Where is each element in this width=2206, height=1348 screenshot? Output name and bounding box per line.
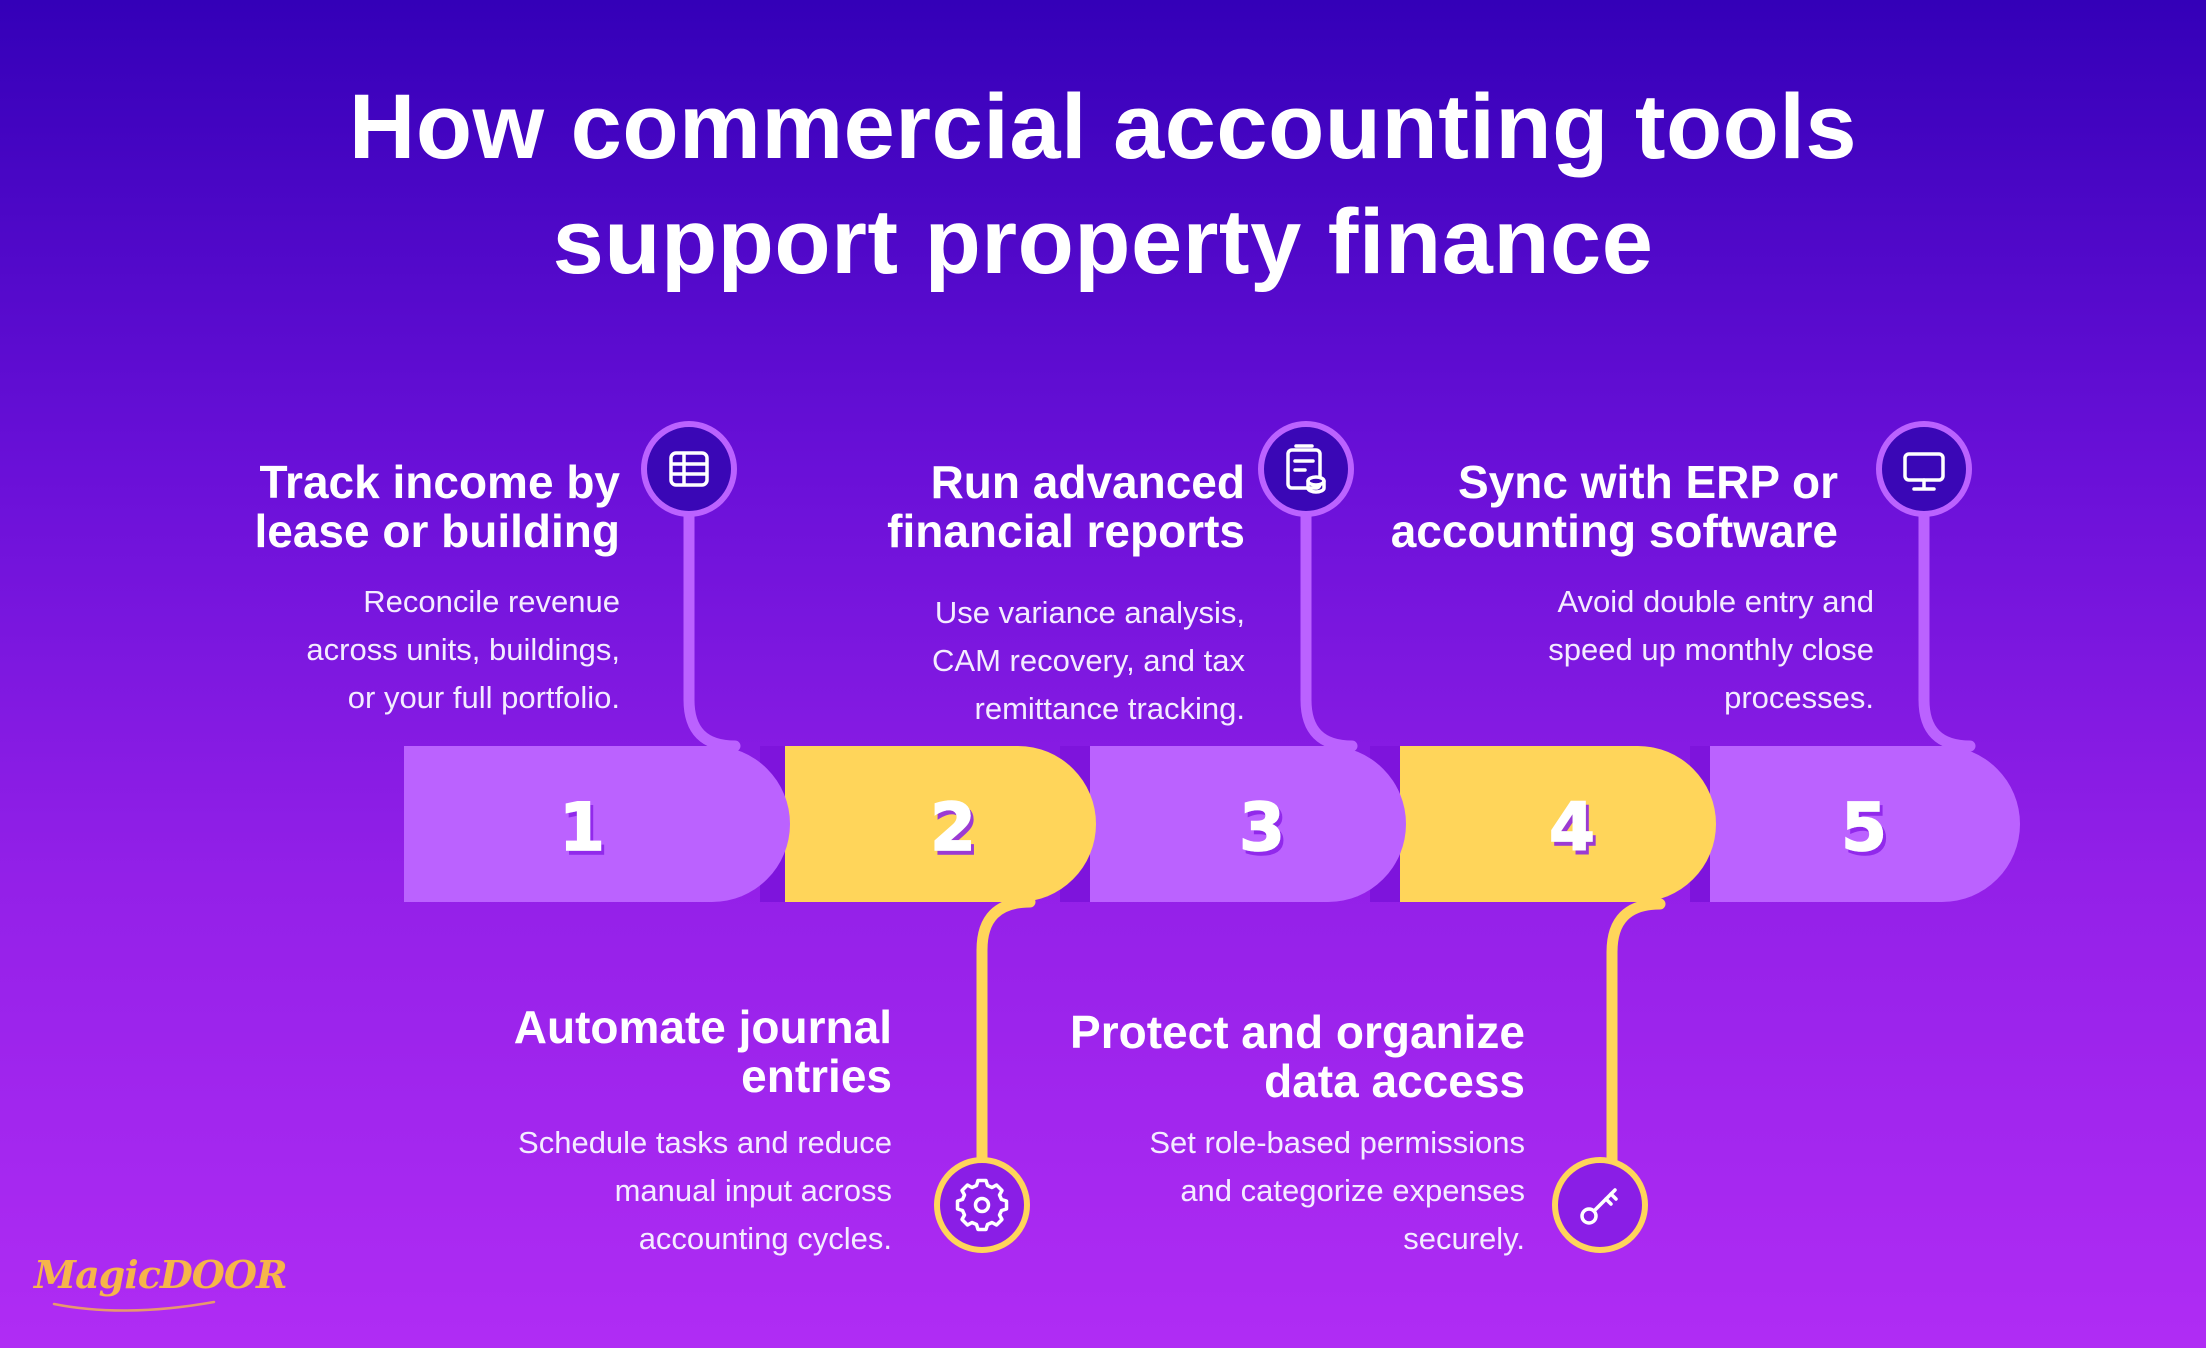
step-1-body: Reconcile revenue across units, building… [306, 584, 620, 715]
badge-step-1 [641, 421, 737, 517]
step-3-heading: Run advanced financial reports [887, 456, 1245, 557]
band-segment-4 [1400, 746, 1716, 902]
gear-icon [955, 1178, 1009, 1232]
step-number-4: 4 [1549, 789, 1595, 866]
report-icon [1286, 444, 1326, 494]
step-2-heading: Automate journal entries [513, 1001, 892, 1102]
badge-step-2 [934, 1157, 1030, 1253]
magicdoor-logo: MagicDOOR [34, 1252, 288, 1312]
connector-step-3 [1300, 509, 1358, 752]
title-line-2: support property finance [552, 191, 1654, 293]
step-number-2: 2 [930, 789, 976, 866]
step-3-text: Run advanced financial reports Use varia… [745, 458, 1245, 733]
band-segment-5 [1710, 746, 2020, 902]
band-segment-1 [404, 746, 790, 902]
step-1-heading: Track income by lease or building [254, 456, 620, 557]
badge-step-3 [1258, 421, 1354, 517]
step-1-text: Track income by lease or building Reconc… [180, 458, 620, 722]
database-icon [669, 451, 709, 487]
connector-step-4 [1606, 898, 1666, 1168]
step-number-3: 3 [1239, 789, 1285, 866]
step-2-body: Schedule tasks and reduce manual input a… [518, 1125, 892, 1256]
badge-step-5 [1876, 421, 1972, 517]
step-number-1: 1 [559, 789, 605, 866]
step-number-5: 5 [1841, 789, 1887, 866]
title-line-1: How commercial accounting tools [348, 76, 1858, 178]
key-icon [1580, 1188, 1618, 1225]
logo-text: MagicDOOR [34, 1252, 288, 1297]
band-segment-2 [785, 746, 1096, 902]
connectors [683, 509, 1976, 1168]
page-title: How commercial accounting tools support … [0, 70, 2206, 300]
connector-step-2 [976, 896, 1036, 1166]
logo-swoosh-icon [52, 1300, 216, 1312]
step-4-text: Protect and organize data access Set rol… [985, 1008, 1525, 1263]
step-5-text: Sync with ERP or accounting software Avo… [1300, 456, 1874, 722]
monitor-icon [1903, 452, 1945, 491]
step-band [404, 746, 2020, 902]
badge-step-4 [1552, 1157, 1648, 1253]
step-4-body: Set role-based permissions and categoriz… [1149, 1125, 1525, 1256]
step-3-body: Use variance analysis, CAM recovery, and… [932, 595, 1245, 726]
connector-step-5 [1918, 509, 1976, 752]
connector-step-1 [683, 509, 741, 752]
band-segment-3 [1090, 746, 1406, 902]
step-4-heading: Protect and organize data access [1070, 1006, 1525, 1107]
step-5-body: Avoid double entry and speed up monthly … [1548, 584, 1874, 715]
step-2-text: Automate journal entries Schedule tasks … [400, 1003, 892, 1263]
step-5-heading: Sync with ERP or accounting software [1390, 456, 1838, 557]
